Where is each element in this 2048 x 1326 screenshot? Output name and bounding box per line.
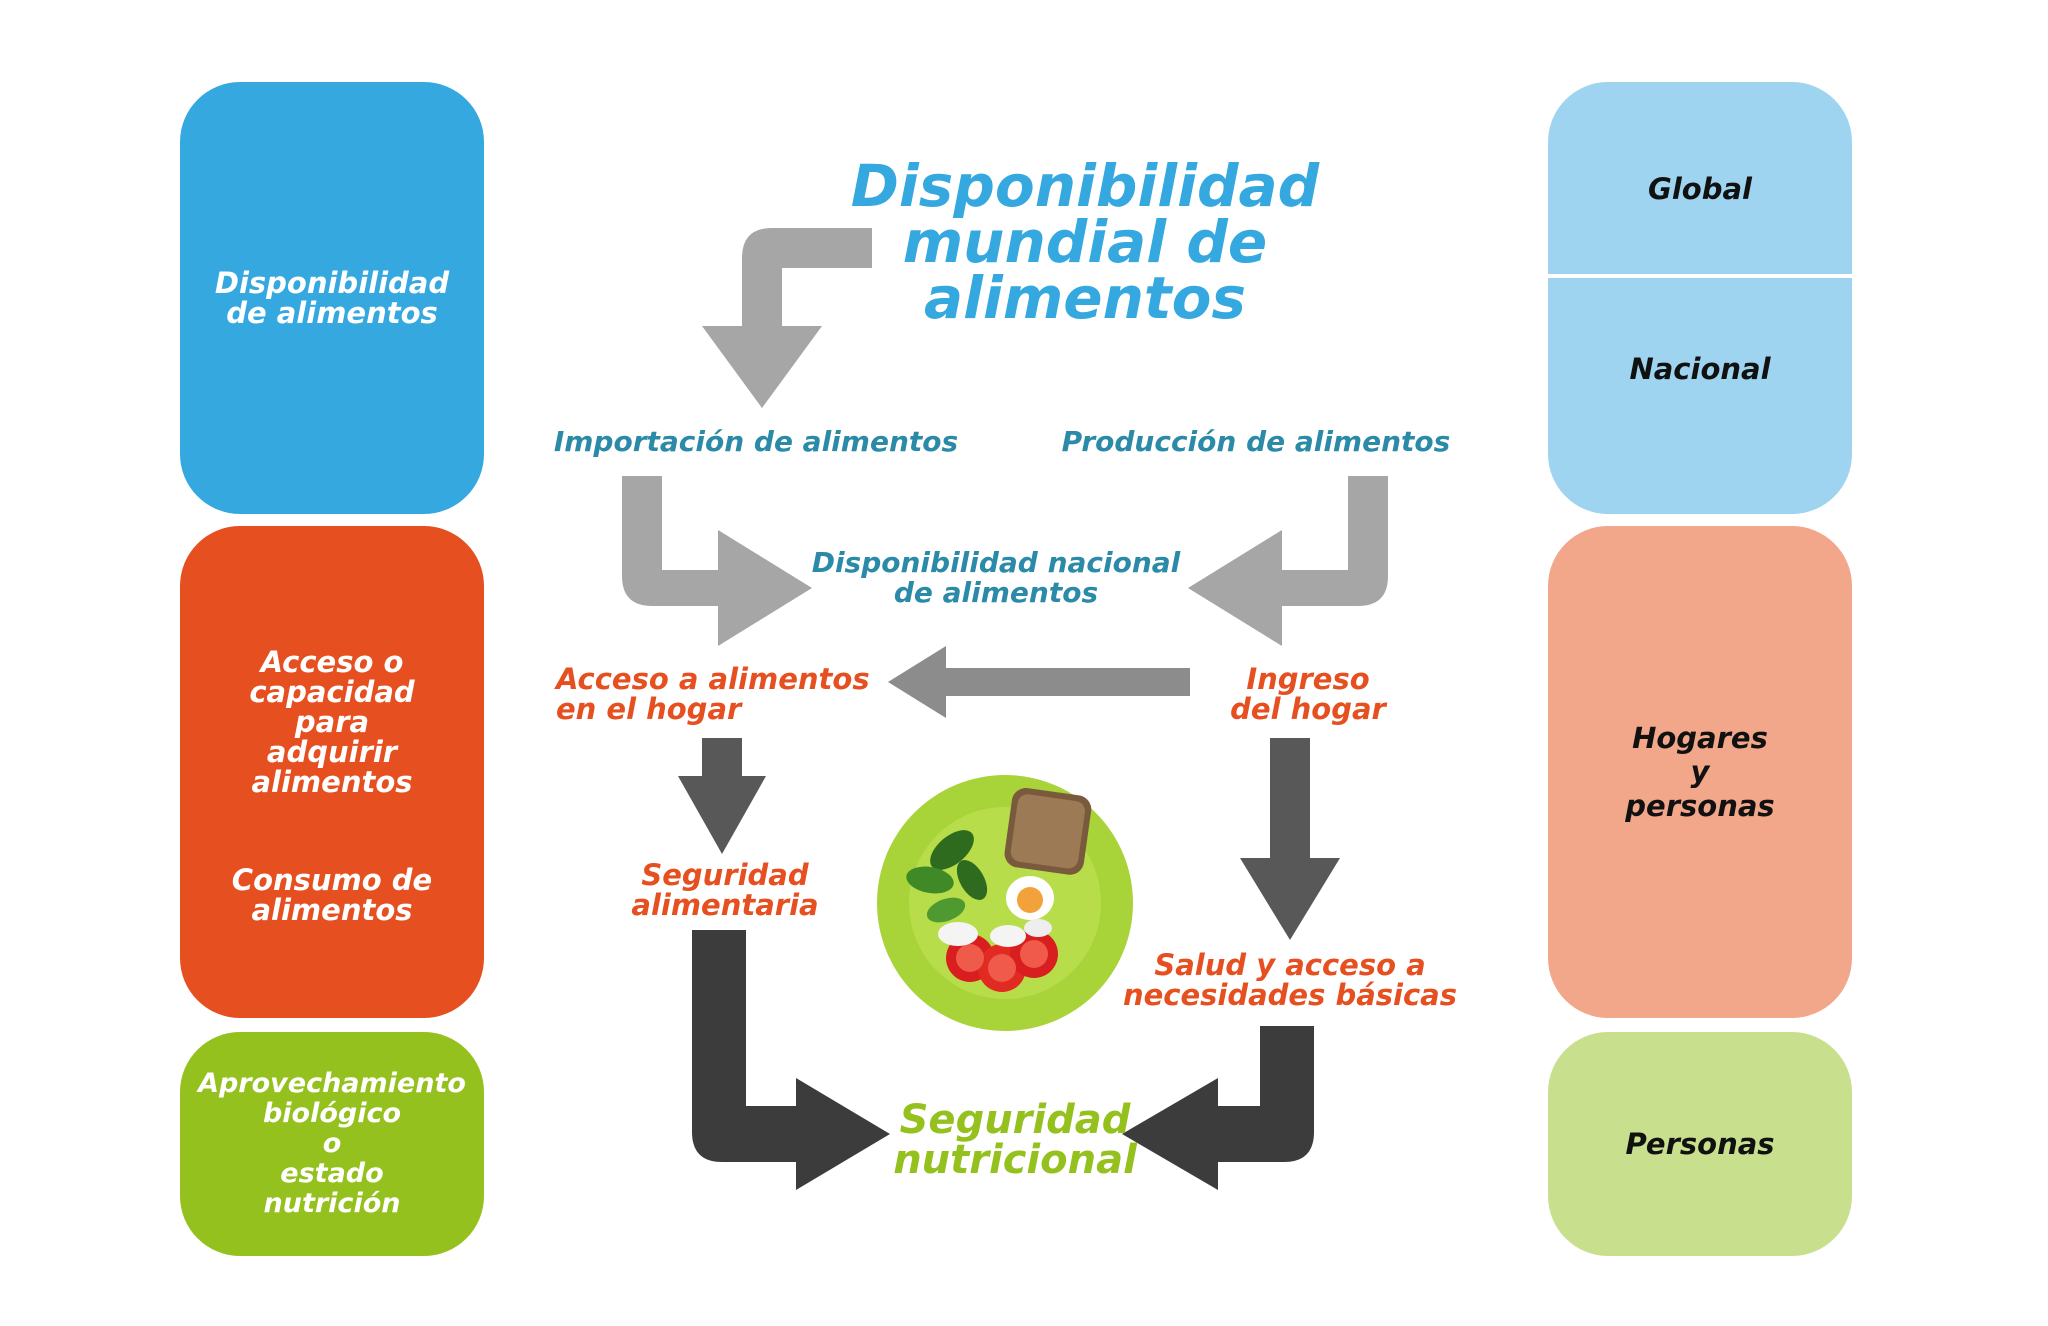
arrow-food-security-to-nutrition [692, 930, 890, 1190]
arrow-income-to-access [888, 646, 1190, 718]
households-label: Hogares y personas [1625, 721, 1775, 823]
utilization-box: Aprovechamiento biológico o estado nutri… [180, 1032, 484, 1256]
plate-food-image [877, 775, 1133, 1031]
health-access-label: Salud y acceso a necesidades básicas [1122, 948, 1458, 1012]
arrow-production-to-national [1188, 476, 1388, 646]
global-national-box: Global Nacional [1548, 82, 1852, 514]
arrow-health-to-nutrition [1122, 1026, 1314, 1190]
arrow-world-to-imports-shape [702, 228, 872, 408]
persons-box: Personas [1548, 1032, 1852, 1256]
national-availability-label: Disponibilidad nacional de alimentos [811, 546, 1181, 609]
food-security-label: Seguridad alimentaria [631, 858, 819, 922]
arrow-access-to-food-security [678, 738, 766, 854]
global-national-divider [1548, 274, 1852, 278]
availability-box: Disponibilidad de alimentos [180, 82, 484, 514]
access-consumption-box: Acceso o capacidad para adquirir aliment… [180, 526, 484, 1018]
household-income-label: Ingreso del hogar [1230, 662, 1386, 726]
households-box: Hogares y personas [1548, 526, 1852, 1018]
national-label: Nacional [1629, 352, 1771, 386]
access-label: Acceso o capacidad para adquirir aliment… [249, 645, 415, 799]
availability-label: Disponibilidad de alimentos [214, 266, 450, 330]
nutrition-security-label: Seguridad nutricional [893, 1097, 1137, 1183]
arrow-imports-to-national [622, 476, 812, 646]
consumption-label: Consumo de alimentos [231, 863, 433, 927]
production-label: Producción de alimentos [1061, 425, 1451, 458]
global-label: Global [1648, 172, 1752, 206]
household-access-label: Acceso a alimentos en el hogar [556, 662, 870, 726]
world-availability-title: Disponibilidad mundial de alimentos [850, 152, 1320, 332]
arrow-income-to-health [1240, 738, 1340, 940]
utilization-label: Aprovechamiento biológico o estado nutri… [198, 1068, 466, 1219]
imports-label: Importación de alimentos [553, 425, 959, 458]
persons-label: Personas [1625, 1127, 1775, 1161]
